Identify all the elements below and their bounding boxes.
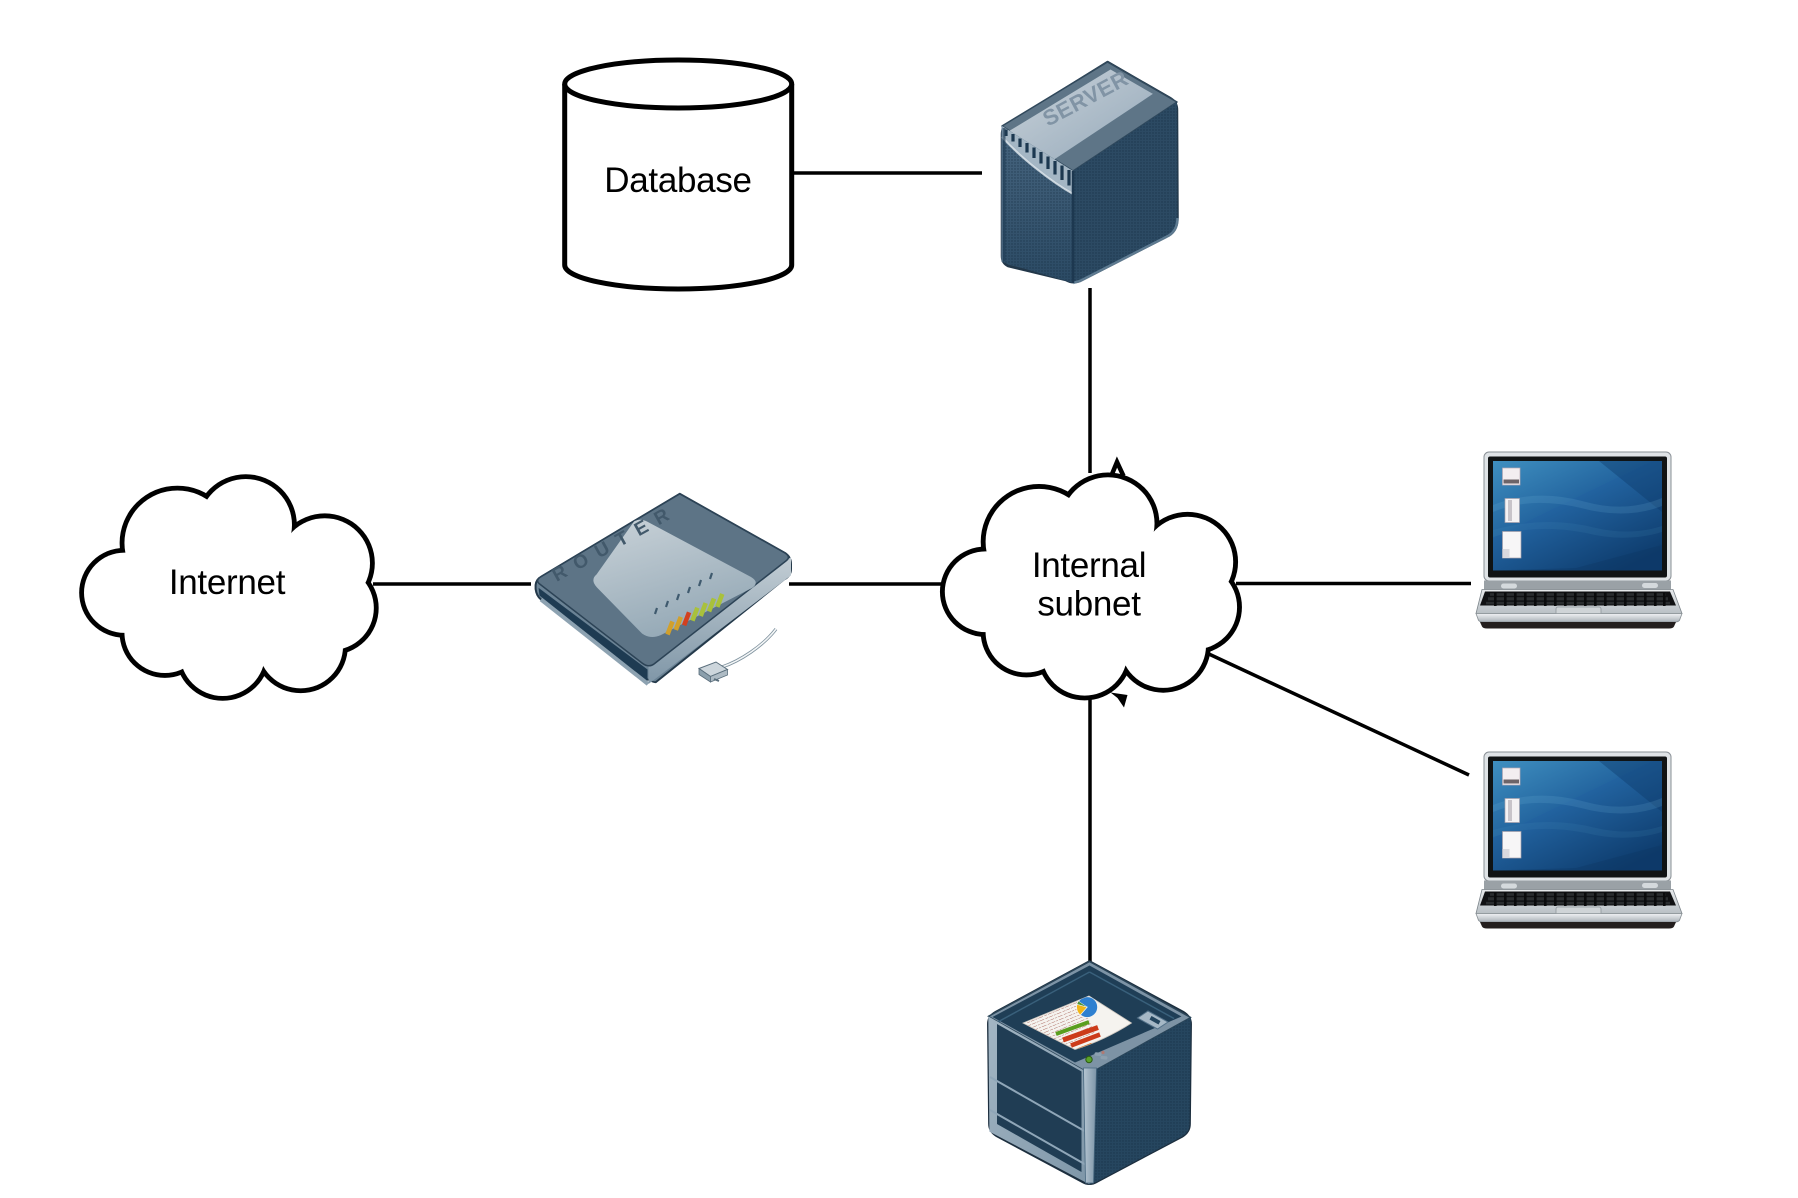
svg-text:Internet: Internet: [169, 563, 286, 602]
svg-text:Database: Database: [604, 161, 751, 200]
svg-text:Internal: Internal: [1032, 546, 1146, 585]
svg-text:subnet: subnet: [1037, 585, 1141, 624]
